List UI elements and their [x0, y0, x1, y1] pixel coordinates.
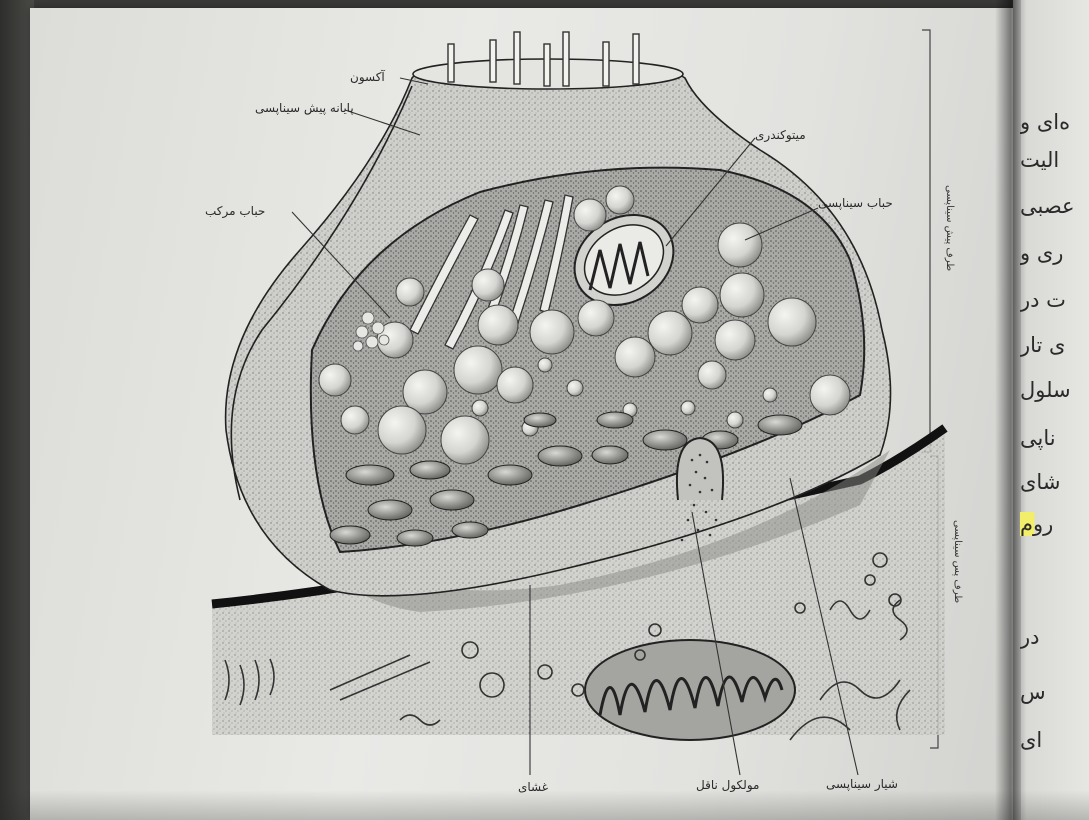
label-presynaptic-side: طرف پیش سیناپسی: [944, 185, 955, 271]
label-axon: آکسون: [350, 70, 385, 84]
photo-bottom-shadow: [0, 790, 1089, 820]
facing-line: سلول: [1020, 378, 1086, 402]
facing-line: ای: [1020, 728, 1086, 752]
facing-line: ری و: [1020, 241, 1086, 265]
label-complex-vesicle: حباب مرکب: [205, 204, 265, 218]
facing-line: س: [1020, 680, 1086, 704]
label-presynaptic-terminal: پایانه پیش سیناپسی: [255, 101, 354, 115]
facing-line: ی تار: [1020, 333, 1086, 357]
label-synaptic-vesicle: حباب سیناپسی: [818, 196, 893, 210]
label-postsynaptic-side: طرف پس سیناپسی: [952, 520, 963, 603]
facing-line: ت در: [1020, 288, 1086, 312]
postsynaptic-mitochondrion: [585, 640, 795, 740]
facing-line-highlighted: روم: [1020, 512, 1086, 536]
label-synaptic-cleft: شیار سیناپسی: [826, 777, 898, 791]
facing-line: ه‌ای و: [1020, 110, 1086, 134]
facing-line: عصبی: [1020, 194, 1086, 218]
facing-line: در: [1020, 625, 1086, 649]
label-mitochondrion: میتوکندری: [755, 128, 806, 142]
facing-line: شای: [1020, 470, 1086, 494]
facing-line: ناپی: [1020, 426, 1086, 450]
facing-line: الیت: [1020, 148, 1086, 172]
